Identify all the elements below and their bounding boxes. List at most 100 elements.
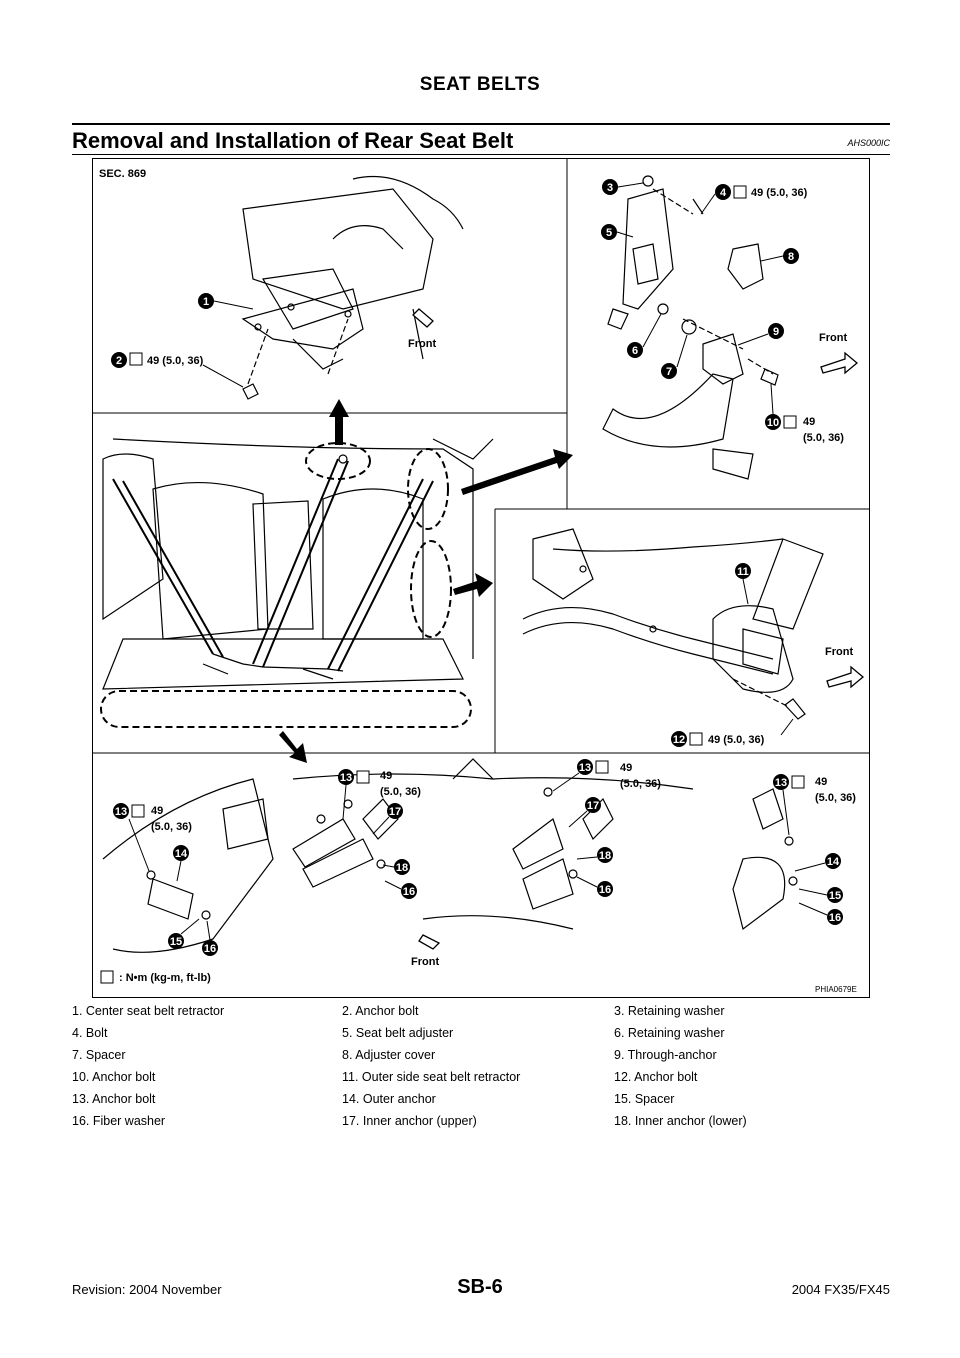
front-label-tr: Front [819,332,847,344]
callout-14-left: 14 [173,845,189,882]
legend-item: 2. Anchor bolt [342,1004,419,1018]
floor-anchors-sketch [102,758,798,953]
callout-17-center: 17 [372,803,403,835]
svg-text:(5.0, 36): (5.0, 36) [380,786,421,798]
rear-seat-overview [102,438,494,690]
svg-text:13: 13 [115,806,127,818]
callout-16-left: 16 [202,920,218,956]
section-code: AHS000IC [847,138,890,148]
callout-10: 10 49 (5.0, 36) [765,383,844,444]
callout-18-right: 18 [576,847,613,863]
legend-item: 15. Spacer [614,1092,675,1106]
svg-text:13: 13 [775,777,787,789]
adjuster-sketch [602,175,779,480]
front-label-mr: Front [825,646,853,658]
svg-text:49: 49 [620,762,632,774]
svg-text:49: 49 [803,416,815,428]
arrow-mid-right [453,573,493,597]
legend-row: 4. Bolt 5. Seat belt adjuster 6. Retaini… [72,1022,890,1044]
highlight-side [407,448,449,530]
svg-text:16: 16 [403,886,415,898]
svg-text:49 (5.0, 36): 49 (5.0, 36) [708,734,765,746]
callout-2: 2 49 (5.0, 36) [111,352,244,388]
svg-text:49 (5.0, 36): 49 (5.0, 36) [751,187,808,199]
legend-item: 6. Retaining washer [614,1026,725,1040]
page-header-title: SEAT BELTS [419,74,541,95]
svg-text:5: 5 [606,227,612,239]
svg-text:18: 18 [599,850,611,862]
svg-text:11: 11 [737,566,749,578]
sec-label: SEC. 869 [99,168,146,180]
front-label-bottom: Front [411,956,439,968]
callout-8: 8 [760,248,799,264]
legend-item: 10. Anchor bolt [72,1070,156,1084]
highlight-side-lower [410,540,452,638]
callout-9: 9 [737,323,784,346]
legend-item: 5. Seat belt adjuster [342,1026,454,1040]
svg-text:7: 7 [666,366,672,378]
callout-16-right: 16 [576,876,613,897]
svg-text:1: 1 [203,296,209,308]
legend-item: 4. Bolt [72,1026,108,1040]
legend-item: 8. Adjuster cover [342,1048,436,1062]
svg-text:14: 14 [175,848,188,860]
legend-item: 7. Spacer [72,1048,126,1062]
legend-item: 9. Through-anchor [614,1048,717,1062]
callout-3: 3 [602,179,644,195]
svg-text:16: 16 [829,912,841,924]
callout-13-right-inner: 13 49 (5.0, 36) [552,759,661,792]
legend-row: 16. Fiber washer 17. Inner anchor (upper… [72,1110,890,1132]
svg-text:15: 15 [829,890,841,902]
svg-text:14: 14 [827,856,840,868]
callout-18-center: 18 [382,859,410,875]
callout-5: 5 [601,224,634,240]
legend-item: 18. Inner anchor (lower) [614,1114,747,1128]
legend-row: 7. Spacer 8. Adjuster cover 9. Through-a… [72,1044,890,1066]
svg-text:(5.0, 36): (5.0, 36) [815,792,856,804]
svg-text:2: 2 [116,355,122,367]
svg-text:3: 3 [607,182,613,194]
svg-text:16: 16 [204,943,216,955]
front-arrow-mr [826,665,865,689]
callout-12: 12 49 (5.0, 36) [671,718,794,747]
svg-text:10: 10 [767,417,779,429]
front-arrow-tr [820,351,859,375]
legend-item: 3. Retaining washer [614,1004,725,1018]
svg-text:(5.0, 36): (5.0, 36) [620,778,661,790]
arrow-top-right [461,449,573,495]
callout-11: 11 [735,563,751,605]
svg-text:49: 49 [151,805,163,817]
svg-text:16: 16 [599,884,611,896]
arrow-up [329,399,349,445]
image-code: PHIA0679E [815,985,857,994]
callout-17-right: 17 [568,797,601,828]
callout-13-left: 13 49 (5.0, 36) [113,803,192,872]
front-label-tl: Front [408,338,436,350]
outer-retractor-sketch [522,528,824,720]
legend-item: 16. Fiber washer [72,1114,166,1128]
legend-item: 12. Anchor bolt [614,1070,698,1084]
svg-text:9: 9 [773,326,779,338]
arrow-down [279,731,307,763]
footer-revision: Revision: 2004 November [72,1282,222,1297]
footer-page-number: SB-6 [457,1276,503,1298]
torque-wrench-icon [100,970,114,984]
svg-text:8: 8 [788,251,794,263]
legend-row: 1. Center seat belt retractor 2. Anchor … [72,1000,890,1022]
callout-15-right: 15 [798,887,843,903]
callout-7: 7 [661,334,688,379]
front-arrow-tl [412,308,434,328]
torque-legend: : N•m (kg-m, ft-lb) [119,972,211,984]
callout-14-right: 14 [794,853,841,872]
callout-1: 1 [198,293,254,310]
svg-text:(5.0, 36): (5.0, 36) [151,821,192,833]
svg-text:17: 17 [587,800,599,812]
legend-item: 1. Center seat belt retractor [72,1004,225,1018]
svg-text:15: 15 [170,936,182,948]
callout-13-far-right: 13 49 (5.0, 36) [773,774,856,836]
svg-text:18: 18 [396,862,408,874]
legend-item: 14. Outer anchor [342,1092,436,1106]
legend-item: 13. Anchor bolt [72,1092,156,1106]
legend-item: 17. Inner anchor (upper) [342,1114,477,1128]
svg-text:49: 49 [380,770,392,782]
